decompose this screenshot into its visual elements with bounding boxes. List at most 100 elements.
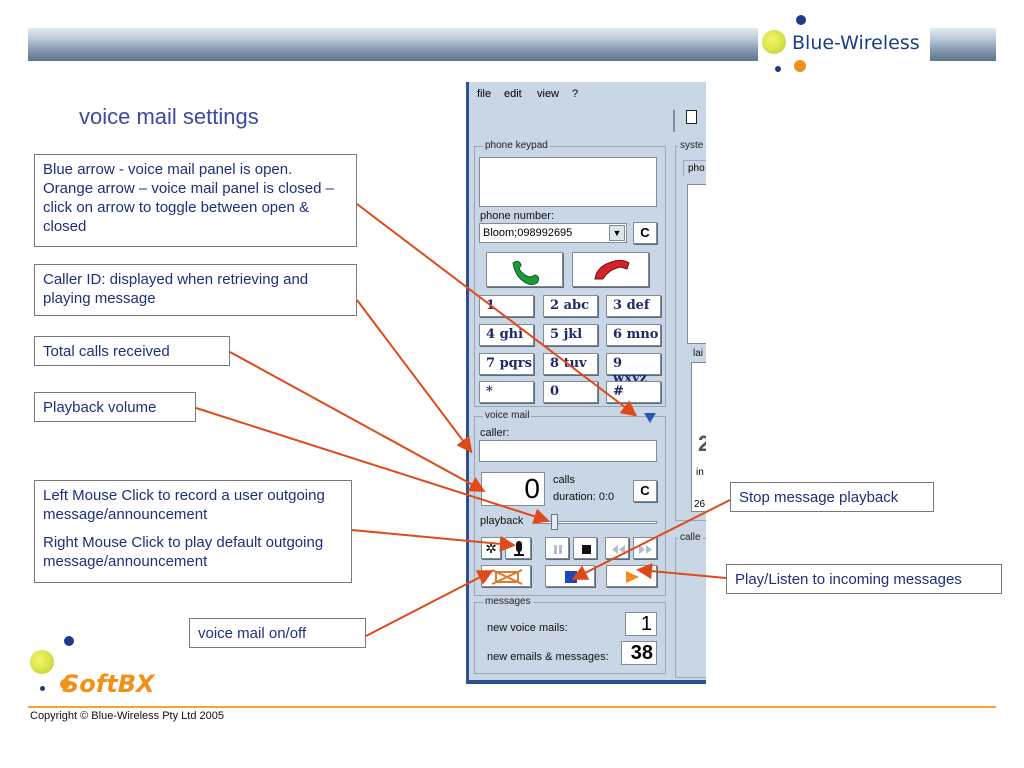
rewind-icon bbox=[612, 545, 625, 554]
keypad-key-3[interactable]: 3 def bbox=[606, 295, 661, 317]
logo-dot-blue-top bbox=[796, 15, 806, 25]
new-voice-mails-count: 1 bbox=[625, 612, 657, 636]
logo-dot-orange bbox=[794, 60, 806, 72]
keypad-display bbox=[479, 157, 657, 207]
callout-arrow-toggle-line1: Blue arrow - voice mail panel is open. bbox=[43, 161, 293, 178]
brand-name: Blue-Wireless bbox=[792, 32, 920, 54]
new-emails-label: new emails & messages: bbox=[487, 651, 609, 663]
phone-hangup-icon bbox=[594, 259, 630, 280]
arrow-to-voicemail-onoff bbox=[365, 570, 494, 637]
softbx-logo-dot-blue-bottom bbox=[40, 686, 45, 691]
phone-keypad-label: phone keypad bbox=[483, 140, 550, 151]
duration-label: duration: 0:0 bbox=[553, 491, 615, 503]
voice-mail-label: voice mail bbox=[483, 410, 532, 421]
messages-label: messages bbox=[483, 596, 533, 607]
voice-mail-group: voice mail bbox=[474, 410, 666, 596]
callout-playback-volume-text: Playback volume bbox=[43, 399, 157, 416]
stop-button[interactable] bbox=[573, 537, 597, 559]
keypad-key-star[interactable]: * bbox=[479, 381, 534, 403]
callout-voicemail-onoff-text: voice mail on/off bbox=[198, 625, 307, 642]
play-icon bbox=[626, 571, 639, 583]
stop-icon bbox=[582, 545, 591, 554]
phone-number-value: Bloom;098992695 bbox=[483, 227, 573, 239]
new-document-icon[interactable] bbox=[686, 110, 697, 124]
fast-forward-icon bbox=[639, 545, 652, 554]
phone-keypad-group: phone keypad bbox=[474, 140, 666, 407]
pause-icon bbox=[554, 545, 562, 554]
phone-number-clear-button[interactable]: C bbox=[633, 222, 657, 244]
arrow-to-stop-playback bbox=[571, 499, 731, 580]
keypad-key-6[interactable]: 6 mno bbox=[606, 324, 661, 346]
logo-dot-blue-bottom bbox=[775, 66, 781, 72]
microphone-icon bbox=[514, 541, 524, 556]
callout-arrow-toggle: Blue arrow - voice mail panel is open. O… bbox=[34, 154, 357, 247]
arrow-to-playback-volume bbox=[195, 407, 550, 524]
blue-wireless-logo bbox=[758, 18, 930, 74]
keypad-key-7[interactable]: 7 pqrs bbox=[479, 353, 534, 375]
callout-stop-playback-text: Stop message playback bbox=[739, 489, 899, 506]
callout-play-listen-text: Play/Listen to incoming messages bbox=[735, 571, 962, 588]
softbx-logo-dot-green bbox=[30, 650, 54, 674]
menu-view[interactable]: view bbox=[537, 88, 560, 100]
calls-label: calls bbox=[553, 474, 576, 486]
callout-arrow-toggle-line2: Orange arrow – voice mail panel is close… bbox=[43, 180, 334, 235]
arrow-to-record-button bbox=[351, 529, 516, 552]
keypad-key-0[interactable]: 0 bbox=[543, 381, 598, 403]
phone-number-label: phone number: bbox=[480, 210, 554, 222]
phone-tab[interactable]: pho bbox=[683, 160, 706, 176]
line-digit: 2 bbox=[698, 431, 706, 457]
logo-dot-green bbox=[762, 30, 786, 54]
line-int-label: in bbox=[696, 467, 704, 478]
line-label: lai bbox=[693, 348, 704, 359]
callout-play-listen: Play/Listen to incoming messages bbox=[726, 564, 1002, 594]
menu-help[interactable]: ? bbox=[572, 88, 579, 100]
system-label: syste bbox=[678, 140, 706, 151]
voicemail-clear-button[interactable]: C bbox=[633, 480, 657, 502]
menu-file[interactable]: file bbox=[477, 88, 492, 100]
total-calls-value: 0 bbox=[524, 473, 540, 504]
softbx-logo-dot-blue-top bbox=[64, 636, 74, 646]
callout-record-message: Left Mouse Click to record a user outgoi… bbox=[34, 480, 352, 583]
callout-total-calls-text: Total calls received bbox=[43, 343, 170, 360]
arrow-to-total-calls bbox=[229, 351, 486, 492]
voicemail-panel-toggle-arrow-icon[interactable] bbox=[644, 413, 656, 423]
callout-stop-playback: Stop message playback bbox=[730, 482, 934, 512]
phone-number-select[interactable]: Bloom;098992695 ▼ bbox=[479, 223, 627, 243]
answer-call-button[interactable] bbox=[486, 252, 563, 287]
callout-caller-id: Caller ID: displayed when retrieving and… bbox=[34, 264, 357, 316]
callout-record-left-text: Left Mouse Click to record a user outgoi… bbox=[43, 487, 325, 523]
arrow-to-panel-toggle bbox=[356, 203, 638, 417]
toolbar-separator bbox=[673, 110, 675, 132]
callout-total-calls: Total calls received bbox=[34, 336, 230, 366]
playback-label: playback bbox=[480, 515, 524, 527]
gear-icon: ✲ bbox=[485, 540, 497, 556]
callout-record-right-text: Right Mouse Click to play default outgoi… bbox=[43, 534, 324, 570]
chevron-down-icon[interactable]: ▼ bbox=[609, 225, 625, 241]
callout-voicemail-onoff: voice mail on/off bbox=[189, 618, 366, 648]
callout-playback-volume: Playback volume bbox=[34, 392, 196, 422]
playback-volume-slider-thumb[interactable] bbox=[551, 514, 559, 530]
callout-caller-id-text: Caller ID: displayed when retrieving and… bbox=[43, 271, 309, 307]
keypad-key-5[interactable]: 5 jkl bbox=[543, 324, 598, 346]
softbx-logo-text: SoftBX bbox=[62, 670, 155, 698]
caller-label: caller: bbox=[480, 427, 510, 439]
new-emails-count: 38 bbox=[621, 641, 657, 665]
softbx-logo-dot-orange bbox=[60, 679, 70, 689]
caller-group-label: calle bbox=[678, 532, 703, 543]
caller-id-field bbox=[479, 440, 657, 462]
new-voice-mails-label: new voice mails: bbox=[487, 622, 568, 634]
messages-group: messages bbox=[474, 596, 666, 674]
arrow-to-caller-id bbox=[356, 299, 473, 454]
voicemail-off-icon bbox=[491, 569, 523, 585]
arrow-to-play-messages bbox=[636, 563, 727, 580]
keypad-key-2[interactable]: 2 abc bbox=[543, 295, 598, 317]
hangup-call-button[interactable] bbox=[572, 252, 649, 287]
copyright-text: Copyright © Blue-Wireless Pty Ltd 2005 bbox=[30, 710, 224, 722]
line-panel: 2 in 26 bbox=[691, 362, 706, 512]
menu-edit[interactable]: edit bbox=[504, 88, 522, 100]
keypad-key-4[interactable]: 4 ghi bbox=[479, 324, 534, 346]
line-number: 26 bbox=[694, 499, 706, 510]
phone-answer-icon bbox=[512, 260, 540, 286]
page-title: voice mail settings bbox=[79, 104, 259, 129]
pause-button[interactable] bbox=[545, 537, 569, 559]
